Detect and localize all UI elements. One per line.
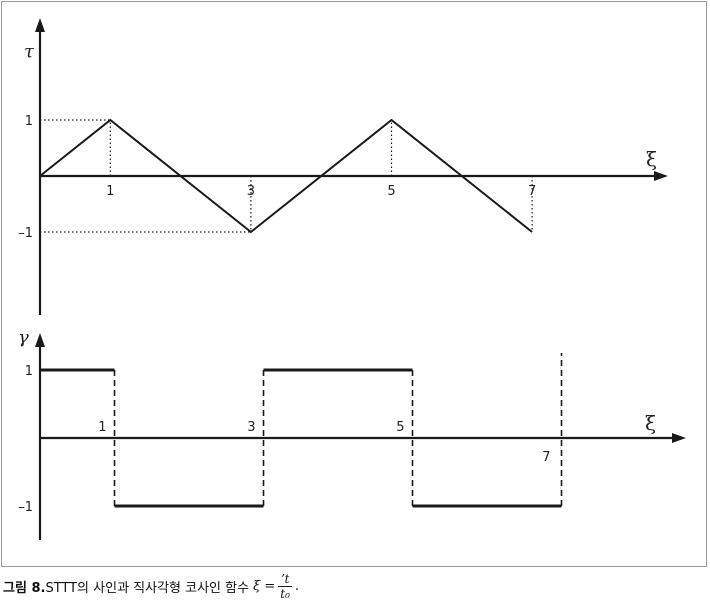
tick-x-7: 7	[528, 184, 536, 199]
gamma-axis-label: γ	[18, 327, 29, 348]
xi-axis-bottom-label: ξ	[645, 411, 656, 435]
triangle-wave-plot: τ ξ 1 3 5 7 1 –1	[18, 18, 668, 315]
tick-y-neg: –1	[18, 226, 33, 241]
formula-fraction: ʼt t₀	[277, 572, 293, 601]
xi-axis-top-label: ξ	[646, 147, 657, 171]
tau-axis-arrow	[35, 18, 45, 32]
tick-y-pos: 1	[25, 364, 33, 379]
tick-x-3: 3	[247, 420, 255, 435]
tick-x-3: 3	[247, 184, 255, 199]
square-wave-plot: γ ξ 1 3 5 7 1 –1	[18, 327, 686, 540]
caption-prefix: 그림 8.	[3, 581, 46, 596]
tick-x-7: 7	[542, 450, 550, 465]
triangle-x-tick-labels: 1 3 5 7	[106, 184, 536, 199]
figure-frame	[1, 1, 707, 567]
square-x-tick-labels: 1 3 5 7	[98, 420, 550, 465]
caption-formula: ξ = ʼt t₀ .	[253, 572, 299, 601]
xi-axis-bottom-arrow	[672, 433, 686, 443]
formula-numerator: ʼt	[277, 572, 293, 587]
triangle-y-tick-labels: 1 –1	[18, 114, 33, 241]
triangle-wave-line	[39, 118, 533, 234]
caption-body: STTT의 사인과 직사각형 코사인 함수	[45, 581, 250, 596]
figure-plots: τ ξ 1 3 5 7 1 –1 γ ξ 1 3 5 7 1 –1	[18, 18, 686, 540]
tick-y-pos: 1	[25, 114, 33, 129]
formula-denominator: t₀	[280, 587, 290, 601]
gamma-axis-arrow	[35, 333, 45, 347]
square-y-tick-labels: 1 –1	[18, 364, 33, 515]
xi-axis-top-arrow	[654, 171, 668, 181]
square-wave-levels	[40, 368, 562, 508]
tick-x-1: 1	[106, 184, 114, 199]
tau-axis-label: τ	[24, 41, 35, 62]
tick-x-5: 5	[396, 420, 404, 435]
square-wave-transitions	[113, 353, 563, 506]
figure-caption: 그림 8. STTT의 사인과 직사각형 코사인 함수 ξ = ʼt t₀ .	[3, 572, 299, 601]
triangle-guide-lines	[40, 119, 533, 233]
formula-lhs: ξ =	[253, 579, 276, 594]
tick-x-5: 5	[387, 184, 395, 199]
tick-x-1: 1	[98, 420, 106, 435]
tick-y-neg: –1	[18, 500, 33, 515]
formula-end: .	[294, 579, 300, 594]
